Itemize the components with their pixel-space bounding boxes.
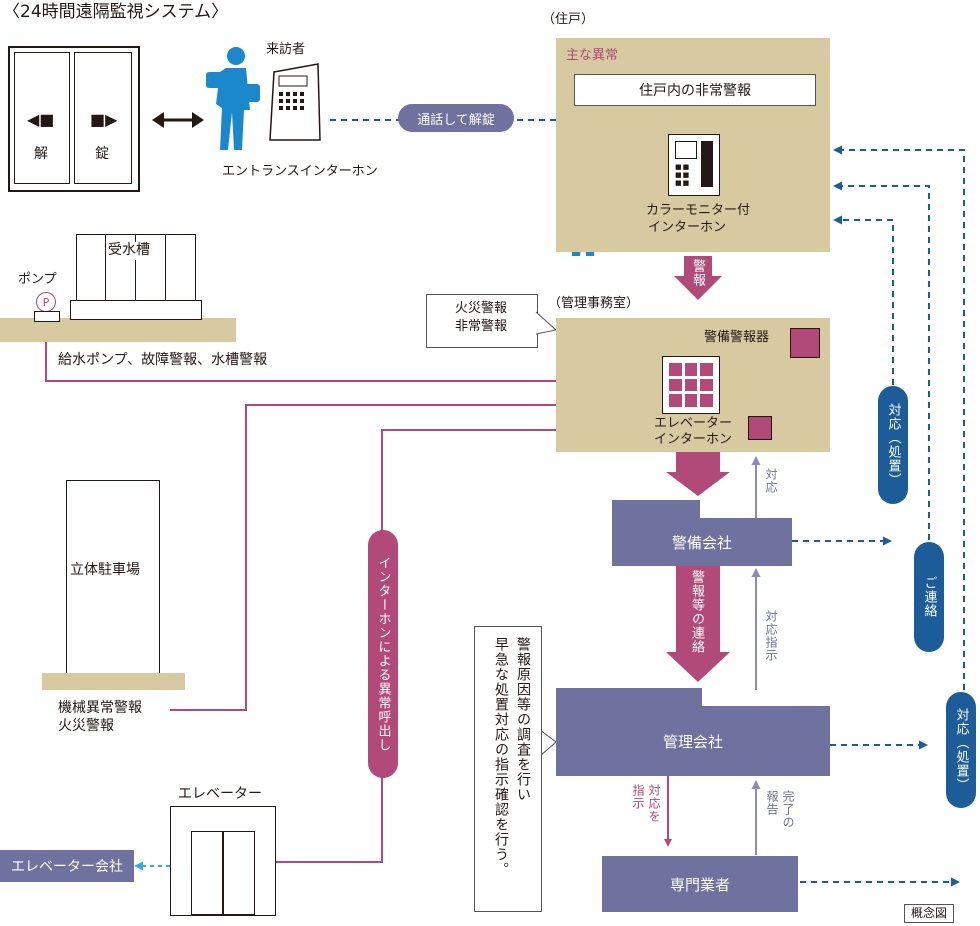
control-panel-icon bbox=[662, 356, 720, 414]
door-left-panel bbox=[14, 52, 70, 184]
elevator-call-line bbox=[275, 426, 600, 863]
pump-alarm-text: 給水ポンプ、故障警報、水槽警報 bbox=[58, 352, 268, 368]
elevator-intercom-icon bbox=[748, 416, 772, 440]
elevator-icon bbox=[170, 806, 276, 916]
security-alarm-label: 警備警報器 bbox=[704, 330, 770, 345]
investigation-note-line2: 早急な処置対応の指示確認を行う。 bbox=[493, 637, 509, 877]
emergency-alarm-box: 住戸内の非常警報 bbox=[574, 74, 816, 106]
visitor-label: 来訪者 bbox=[266, 42, 306, 57]
fire-callout-line1: 火災警報 bbox=[455, 301, 508, 316]
left-arrow-icon: ◀■ bbox=[27, 110, 55, 129]
alarm-contact-label: 警報等の連絡 bbox=[689, 570, 704, 654]
elevator-label: エレベーター bbox=[178, 786, 262, 802]
fire-callout-line2: 非常警報 bbox=[455, 319, 508, 334]
investigation-note-line1: 警報原因等の調査を行い bbox=[515, 637, 531, 802]
parking-label: 立体駐車場 bbox=[70, 562, 140, 578]
office-to-security-arrow bbox=[666, 452, 730, 496]
pump-label: ポンプ bbox=[18, 272, 57, 287]
response-label: 対応 bbox=[764, 468, 778, 494]
parking-alarm-line1: 機械異常警報 bbox=[58, 700, 142, 716]
security-company-tab bbox=[612, 500, 700, 520]
residence-panel: 主な異常 住戸内の非常警報 ■■■■■■ カラーモニター付 インターホン bbox=[556, 38, 830, 252]
elevator-company-box: エレベーター会社 bbox=[0, 850, 134, 882]
page-title: 〈24時間遠隔監視システム〉 bbox=[3, 2, 229, 22]
parking-alarm-line bbox=[170, 401, 600, 711]
investigation-note-box: 警報原因等の調査を行い 早急な処置対応の指示確認を行う。 bbox=[474, 626, 542, 912]
management-company-tab bbox=[556, 688, 702, 708]
alarm-down-arrow bbox=[674, 256, 722, 300]
completion-report-label-1: 完了の bbox=[781, 790, 795, 829]
main-abnormal-label: 主な異常 bbox=[566, 48, 619, 63]
elevator-intercom-line2: インターホン bbox=[654, 432, 733, 447]
door-right-panel bbox=[74, 52, 132, 184]
response-treatment-pill-1: 対応（処置） bbox=[878, 386, 908, 504]
elevator-intercom-line1: エレベーター bbox=[654, 416, 733, 431]
concept-label: 概念図 bbox=[904, 904, 955, 923]
parking-alarm-line2: 火災警報 bbox=[58, 718, 114, 734]
management-company-box: 管理会社 bbox=[556, 706, 830, 776]
security-alarm-icon bbox=[790, 328, 820, 358]
contact-pill: ご連絡 bbox=[914, 542, 944, 652]
instruct-response-label-2: 指示 bbox=[631, 784, 645, 810]
contact-to-residence-line bbox=[833, 181, 930, 540]
door-right-label: 錠 bbox=[95, 146, 109, 162]
auto-door: ◀■ ■▶ 解 錠 bbox=[8, 46, 140, 192]
completion-report-label-2: 報告 bbox=[765, 790, 779, 816]
management-office-panel: 警備警報器 エレベーター インターホン bbox=[556, 318, 830, 452]
response-treatment-pill-2: 対応（処置） bbox=[946, 692, 976, 808]
tank-base bbox=[70, 300, 202, 320]
pump-alarm-line bbox=[45, 324, 600, 385]
ground-strip bbox=[0, 318, 236, 342]
management-office-header: （管理事務室） bbox=[548, 296, 640, 311]
parking-building bbox=[66, 480, 160, 676]
security-company-box: 警備会社 bbox=[612, 518, 792, 566]
response-instruction-label: 対応指示 bbox=[764, 610, 778, 662]
tank-label: 受水槽 bbox=[108, 242, 150, 260]
response-to-residence-line-2 bbox=[833, 145, 965, 690]
right-arrow-icon: ■▶ bbox=[90, 110, 118, 129]
fire-callout: 火災警報 非常警報 bbox=[426, 294, 538, 348]
pump-icon: P bbox=[36, 292, 56, 312]
pump-base bbox=[34, 311, 60, 322]
door-left-label: 解 bbox=[34, 146, 48, 162]
monitor-intercom-line1: カラーモニター付 bbox=[646, 203, 751, 218]
residence-header: （住戸） bbox=[542, 12, 595, 27]
monitor-intercom-icon: ■■■■■■ bbox=[668, 134, 720, 196]
specialist-box: 専門業者 bbox=[602, 856, 798, 912]
response-to-residence-line-1 bbox=[833, 215, 894, 385]
instruct-response-label-1: 対応を bbox=[647, 784, 661, 823]
intercom-call-pill: インターホンによる異常呼出し bbox=[368, 530, 398, 778]
door-visitor-arrow bbox=[152, 112, 204, 128]
parking-ground bbox=[42, 673, 185, 690]
alarm-contact-arrow bbox=[666, 566, 730, 682]
monitor-intercom-line2: インターホン bbox=[648, 220, 727, 235]
call-unlock-pill: 通話して解錠 bbox=[398, 104, 514, 132]
alarm-arrow-label: 警報 bbox=[690, 259, 705, 287]
entrance-intercom-label: エントランスインターホン bbox=[222, 164, 378, 179]
